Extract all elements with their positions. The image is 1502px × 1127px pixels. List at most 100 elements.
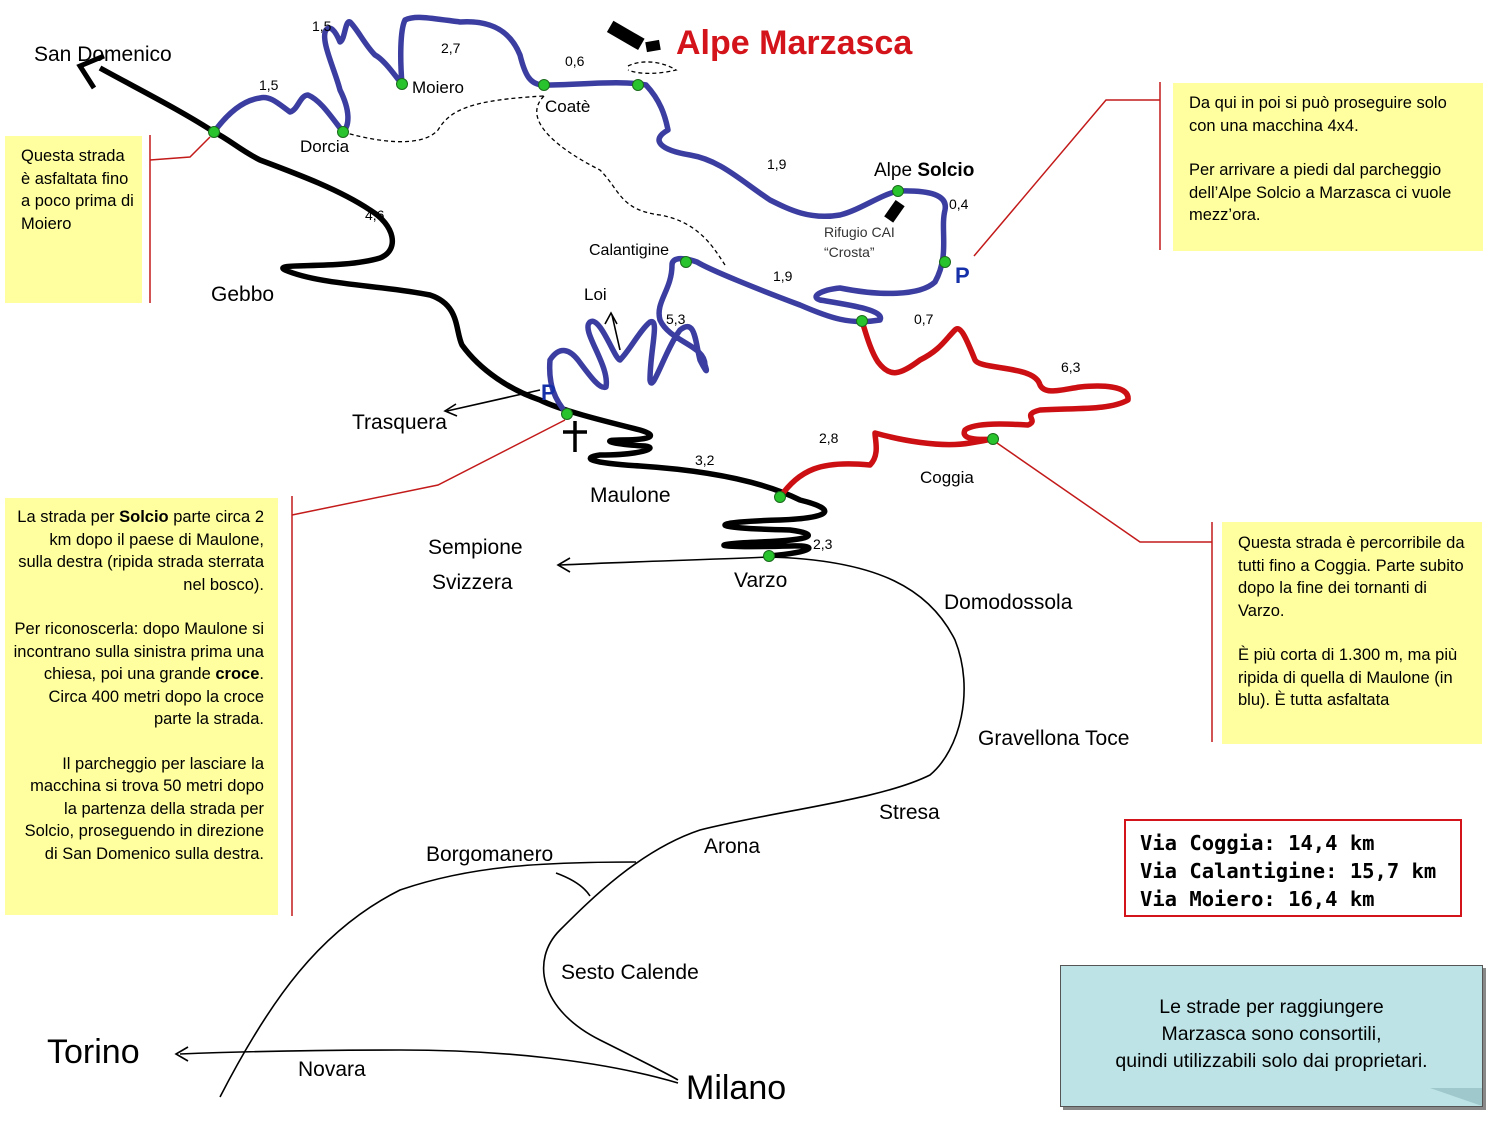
callout-lines xyxy=(149,82,1213,916)
building-marzasca-main xyxy=(606,20,645,51)
waypoint-red-start xyxy=(774,491,786,503)
arrow-torino xyxy=(174,1046,189,1062)
label-trasquera: Trasquera xyxy=(352,411,447,434)
road-torino-borgomanero xyxy=(219,861,637,1098)
waypoint-dorcia xyxy=(337,126,349,138)
route-coggia-red xyxy=(777,320,1131,499)
waypoint-alpe-solcio xyxy=(892,185,904,197)
arrow-trasquera-head xyxy=(443,403,458,417)
total-coggia: Via Coggia: 14,4 km xyxy=(1140,831,1375,855)
parking-solcio: P xyxy=(955,263,970,288)
note-coggia-p2: È più corta di 1.300 m, ma più ripida di… xyxy=(1238,646,1458,709)
distance-label: 6,3 xyxy=(1061,359,1081,375)
road-milano-novara-torino xyxy=(179,1049,679,1084)
callout-coggia xyxy=(996,442,1212,543)
total-calantigine: Via Calantigine: 15,7 km xyxy=(1140,859,1437,883)
distance-label: 5,3 xyxy=(666,311,686,327)
distance-label: 1,5 xyxy=(312,18,332,34)
distance-label: 0,7 xyxy=(914,311,934,327)
note-solcio-p1: Da qui in poi si può proseguire solo con… xyxy=(1189,94,1447,135)
waypoint-calantigine xyxy=(680,256,692,268)
waypoint-coate xyxy=(538,79,550,91)
page-fold xyxy=(1430,1088,1482,1106)
callout-solcio xyxy=(973,99,1160,257)
distance-label: 2,3 xyxy=(813,536,833,552)
note-solcio: Da qui in poi si può proseguire solo con… xyxy=(1173,83,1483,251)
callout-maulone xyxy=(291,419,566,516)
route-totals: Via Coggia: 14,4 km Via Calantigine: 15,7… xyxy=(1124,819,1462,917)
road-varzo-sempione xyxy=(559,556,770,566)
parking-maulone: P xyxy=(541,380,556,405)
distance-label: 4,6 xyxy=(365,207,385,223)
distance-label: 2,8 xyxy=(819,430,839,446)
label-sempione: Sempione xyxy=(428,536,523,559)
waypoint-marzasca xyxy=(632,79,644,91)
distance-label: 0,6 xyxy=(565,53,585,69)
label-gravellona: Gravellona Toce xyxy=(978,727,1130,750)
building-rifugio xyxy=(884,199,905,223)
label-alpe-solcio: Alpe Solcio xyxy=(874,160,975,181)
label-coggia: Coggia xyxy=(920,468,974,487)
distance-label: 1,9 xyxy=(767,156,787,172)
note-coggia: Questa strada è percorribile da tutti fi… xyxy=(1222,522,1482,744)
distance-label: 1,9 xyxy=(773,268,793,284)
arrow-loi xyxy=(611,314,621,351)
label-milano: Milano xyxy=(686,1069,787,1107)
trail-marzasca xyxy=(627,61,678,75)
waypoint-coggia xyxy=(987,433,999,445)
road-borgomanero-sesto xyxy=(555,872,591,897)
note-maulone-p3: Il parcheggio per lasciare la macchina s… xyxy=(24,754,264,863)
waypoint-trasquera-junction xyxy=(561,408,573,420)
label-varzo: Varzo xyxy=(734,569,788,592)
label-torino: Torino xyxy=(47,1033,140,1071)
label-loi: Loi xyxy=(584,285,607,304)
label-arona: Arona xyxy=(704,835,761,858)
arrow-loi-head xyxy=(604,311,618,325)
waypoints xyxy=(208,78,999,562)
note-maulone: La strada per Solcio parte circa 2 km do… xyxy=(5,498,278,915)
label-calantigine: Calantigine xyxy=(589,242,670,259)
route-maulone-black xyxy=(98,65,828,559)
note-coggia-p1: Questa strada è percorribile da tutti fi… xyxy=(1238,534,1465,620)
callout-asfalto xyxy=(149,136,211,161)
label-domodossola: Domodossola xyxy=(944,591,1073,614)
total-moiero: Via Moiero: 16,4 km xyxy=(1140,887,1375,911)
route-calantigine-blue xyxy=(211,14,948,416)
map-title: Alpe Marzasca xyxy=(676,24,913,62)
note-maulone-p1: La strada per Solcio parte circa 2 km do… xyxy=(17,508,264,594)
label-moiero: Moiero xyxy=(412,78,464,97)
note-asfalto-text: Questa strada è asfaltata fino a poco pr… xyxy=(21,147,134,233)
label-rifugio: Rifugio CAI“Crosta” xyxy=(824,224,895,260)
label-dorcia: Dorcia xyxy=(300,137,350,156)
label-san-domenico: San Domenico xyxy=(34,43,172,66)
distance-label: 0,4 xyxy=(949,196,969,212)
label-novara: Novara xyxy=(298,1058,366,1081)
buildings xyxy=(606,20,905,223)
footpaths xyxy=(342,61,726,266)
label-gebbo: Gebbo xyxy=(211,283,275,306)
label-coate: Coatè xyxy=(545,97,591,116)
waypoint-junction-red xyxy=(856,315,868,327)
label-borgomanero: Borgomanero xyxy=(426,843,554,866)
waypoint-parking-solcio xyxy=(939,256,951,268)
waypoint-moiero xyxy=(396,78,408,90)
main-roads xyxy=(179,556,965,1098)
note-solcio-p2: Per arrivare a piedi dal parcheggio dell… xyxy=(1189,161,1452,224)
waypoint-san-domenico-junction xyxy=(208,126,220,138)
distance-label: 3,2 xyxy=(695,452,715,468)
road-varzo-domodossola-milano xyxy=(542,556,965,1081)
consortile-note: Le strade per raggiungere Marzasca sono … xyxy=(1060,965,1483,1107)
label-sesto-calende: Sesto Calende xyxy=(561,961,699,984)
note-maulone-p2: Per riconoscerla: dopo Maulone si incont… xyxy=(13,620,264,728)
arrow-sempione xyxy=(556,557,571,573)
label-svizzera: Svizzera xyxy=(432,571,513,594)
trail-coate-calantigine xyxy=(536,95,726,266)
label-stresa: Stresa xyxy=(879,801,940,824)
waypoint-varzo xyxy=(763,550,775,562)
label-maulone: Maulone xyxy=(590,484,671,507)
trail-dorcia-coate xyxy=(342,95,545,143)
note-asfalto: Questa strada è asfaltata fino a poco pr… xyxy=(5,136,142,303)
cross-icon xyxy=(563,421,587,452)
